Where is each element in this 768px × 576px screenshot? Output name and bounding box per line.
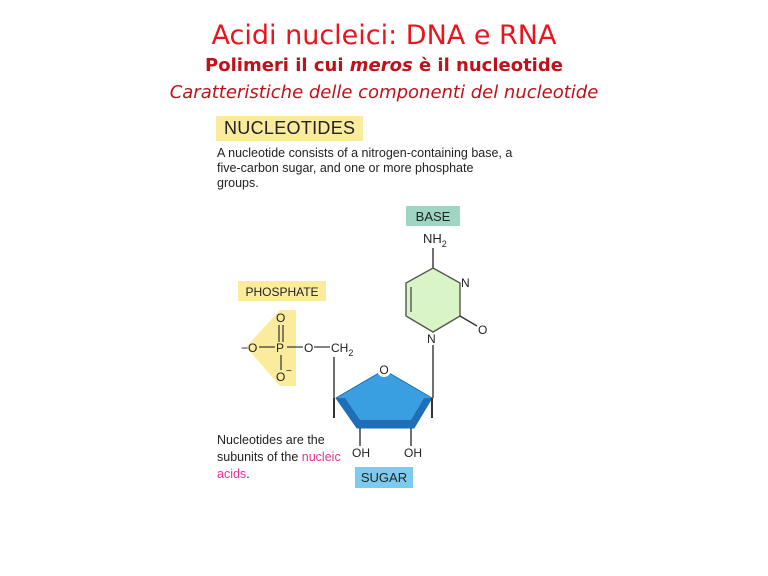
note-text: Nucleotides are the subunits of the xyxy=(217,433,325,464)
phosphorus-label: P xyxy=(276,341,284,355)
bridge-o-label: O xyxy=(304,341,313,355)
sugar-ring-front-edge xyxy=(336,398,432,428)
slide-title: Acidi nucleici: DNA e RNA xyxy=(211,20,557,51)
slide-subtitle: Polimeri il cui meros è il nucleotide xyxy=(0,55,768,76)
base-label: BASE xyxy=(416,209,451,224)
oh-left-label: OH xyxy=(352,446,370,460)
base-ring xyxy=(405,267,461,333)
phosphate-o-top: O xyxy=(276,311,285,325)
n-bottom-label: N xyxy=(427,332,436,346)
subtitle-italic: meros xyxy=(349,55,413,76)
nucleotide-intro-text: A nucleotide consists of a nitrogen-cont… xyxy=(217,146,513,190)
nh2-label: NH2 xyxy=(423,231,447,249)
ring-oxygen-label: O xyxy=(379,363,388,377)
slide-subtitle-2: Caratteristiche delle componenti del nuc… xyxy=(169,82,599,103)
phosphate-o-bottom: O xyxy=(276,370,285,384)
nucleotides-heading: NUCLEOTIDES xyxy=(216,116,364,141)
sugar-label: SUGAR xyxy=(361,470,407,485)
phosphate-o-bottom-charge: − xyxy=(286,366,292,377)
phosphate-label: PHOSPHATE xyxy=(245,285,318,299)
ch2-label: CH2 xyxy=(331,341,353,358)
sugar-label-box xyxy=(355,467,413,488)
carbonyl-bond xyxy=(459,315,478,327)
n-top-label: N xyxy=(461,276,470,290)
nucleotides-note: Nucleotides are the subunits of the nucl… xyxy=(217,432,357,483)
phosphate-label-box xyxy=(238,281,326,301)
nucleic-acids-highlight: nucleic acids xyxy=(217,450,341,481)
subtitle-part2: è il nucleotide xyxy=(412,55,563,76)
ring-oxygen-bg xyxy=(377,363,391,377)
oh-right-label: OH xyxy=(404,446,422,460)
subtitle-part1: Polimeri il cui xyxy=(205,55,350,76)
base-label-box xyxy=(406,206,460,226)
carbonyl-o-label: O xyxy=(478,323,487,337)
note-end: . xyxy=(246,467,250,481)
phosphate-o-minus: −O xyxy=(241,341,257,355)
